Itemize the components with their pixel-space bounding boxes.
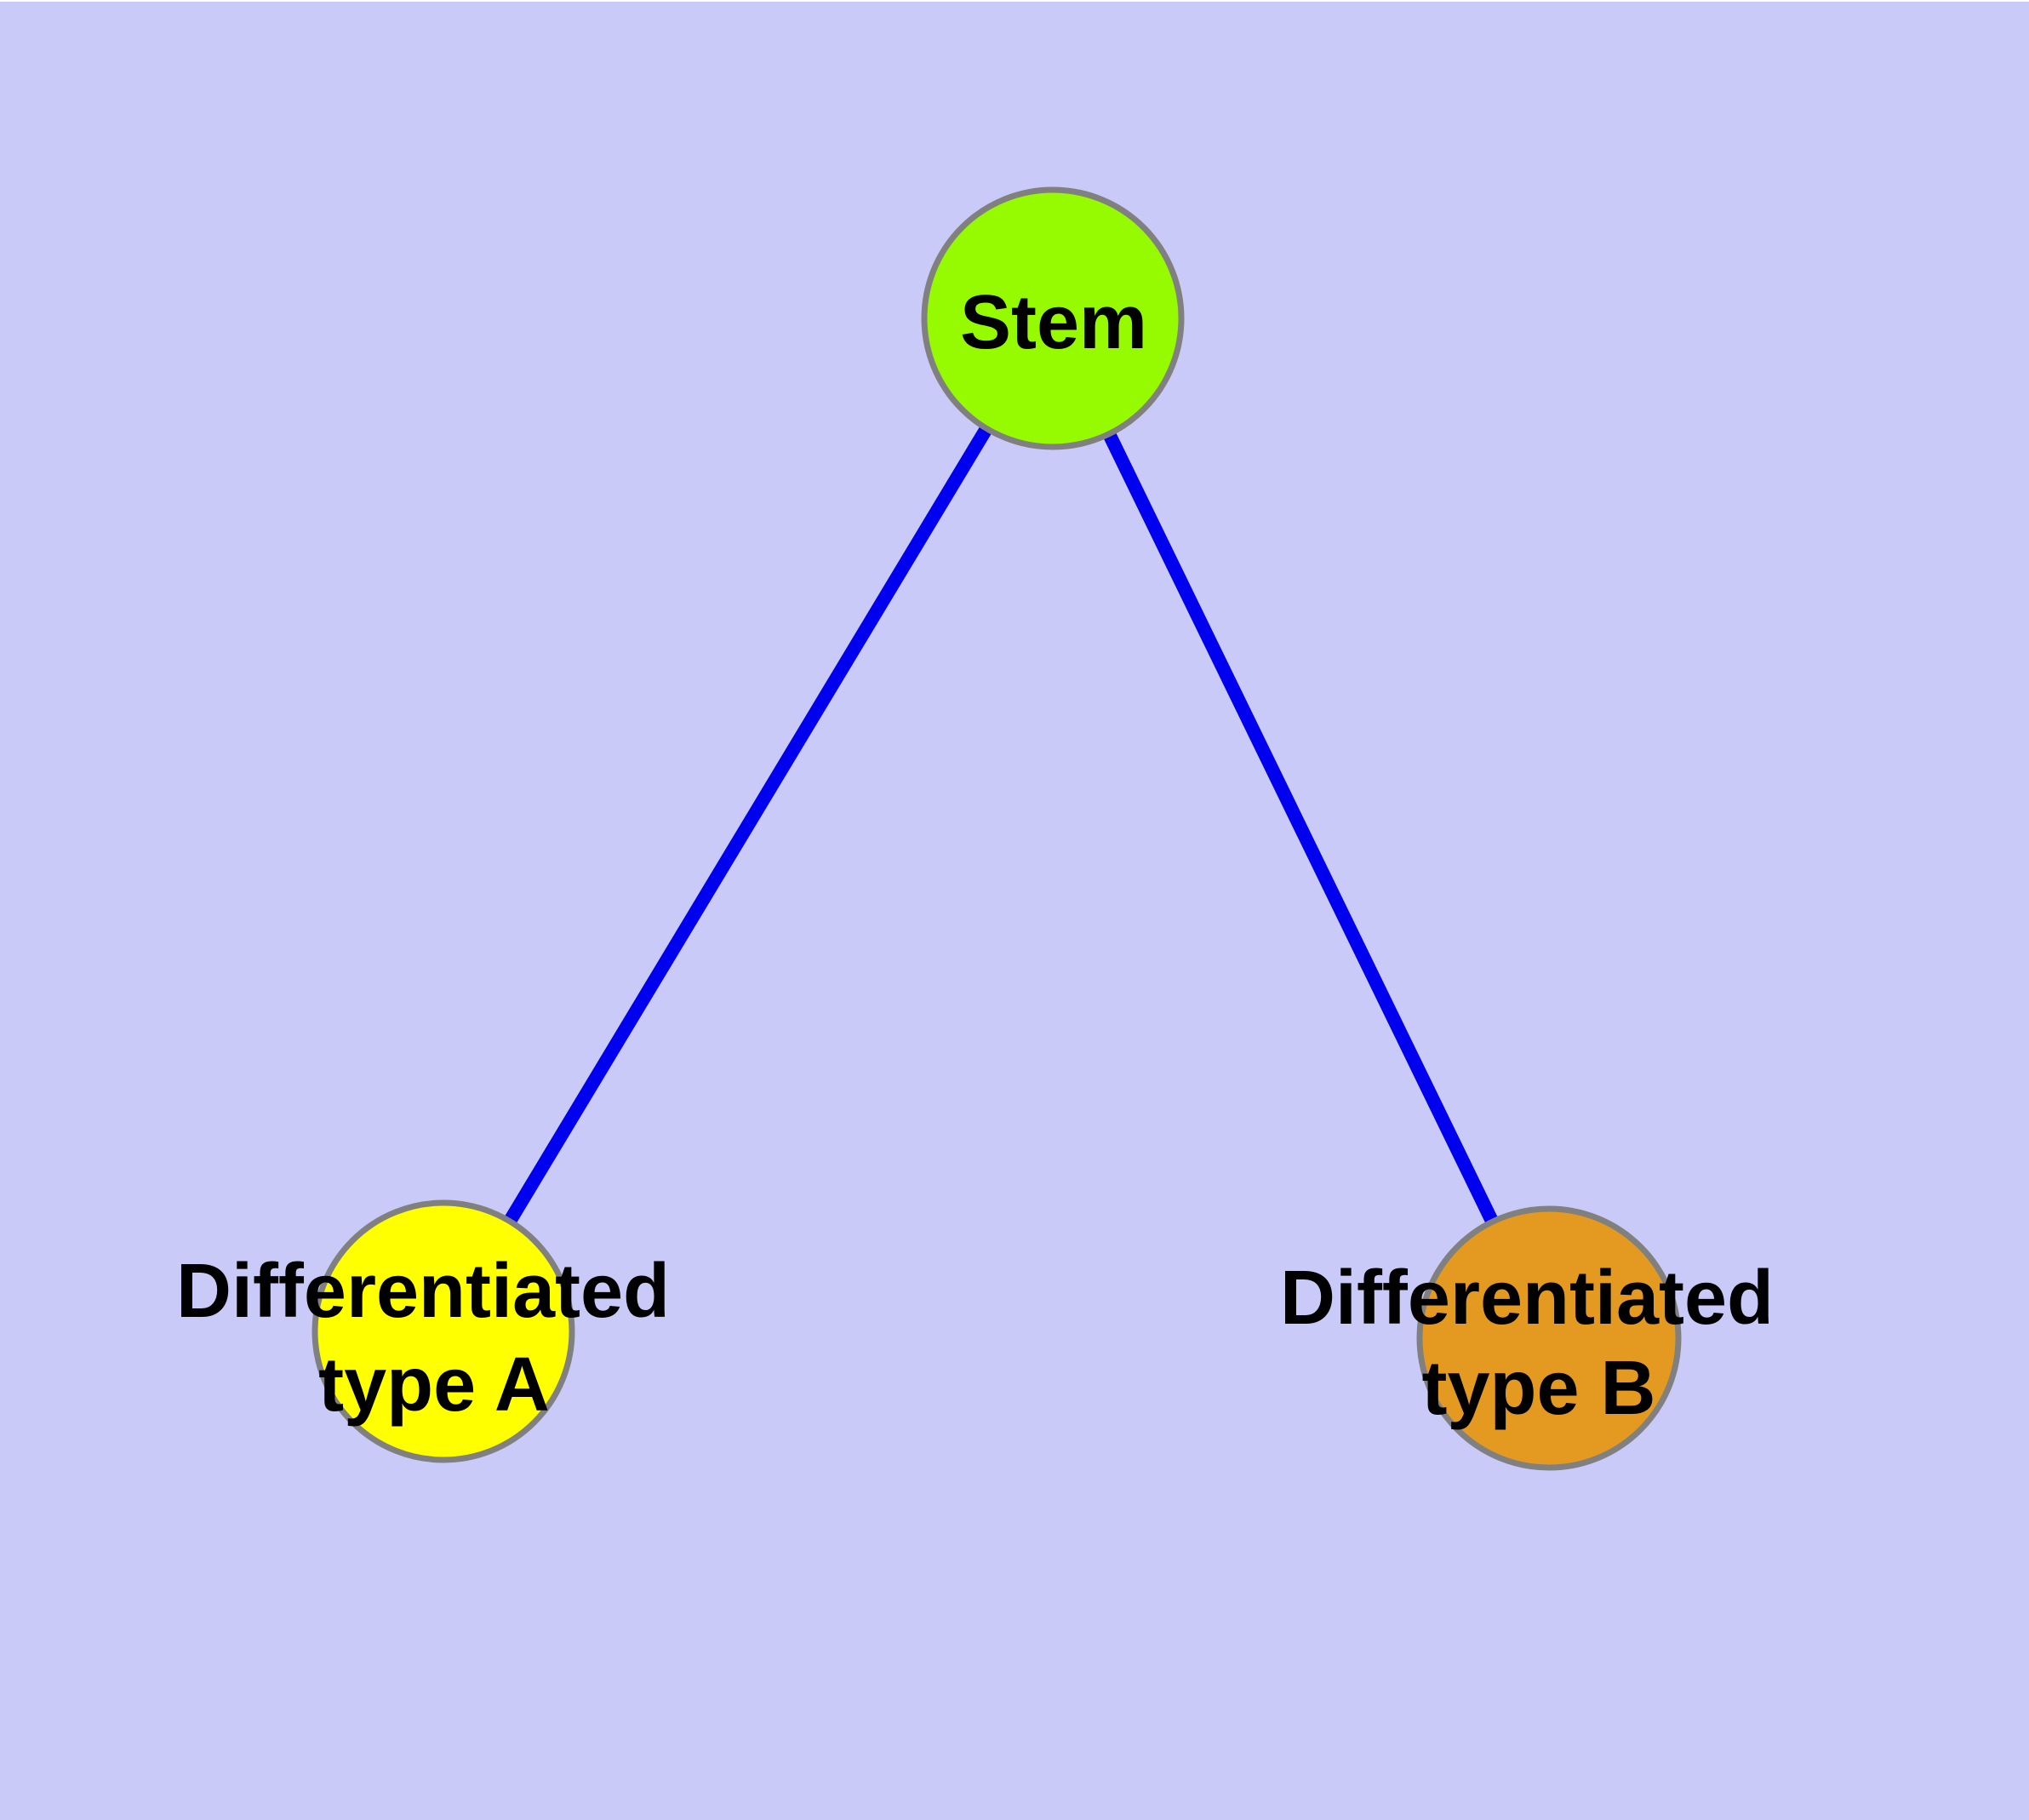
node-type-a-label-line1: Differentiated <box>176 1249 670 1334</box>
edge-stem-to-type-b <box>1046 315 1556 1342</box>
node-stem-circle <box>921 186 1185 450</box>
node-type-b-label-line1: Differentiated <box>1280 1256 1774 1341</box>
node-type-a-circle <box>311 1199 575 1463</box>
node-type-b-circle <box>1416 1205 1682 1471</box>
edge-stem-to-type-a <box>437 314 1059 1336</box>
edge-group <box>437 314 1556 1342</box>
node-type-a-label-line2: type A <box>318 1342 550 1428</box>
node-type-b-label-line2: type B <box>1421 1346 1655 1431</box>
label-group: Stem Differentiated type A Differentiate… <box>176 280 1774 1431</box>
node-group <box>311 186 1682 1471</box>
node-stem-label: Stem <box>960 280 1147 365</box>
